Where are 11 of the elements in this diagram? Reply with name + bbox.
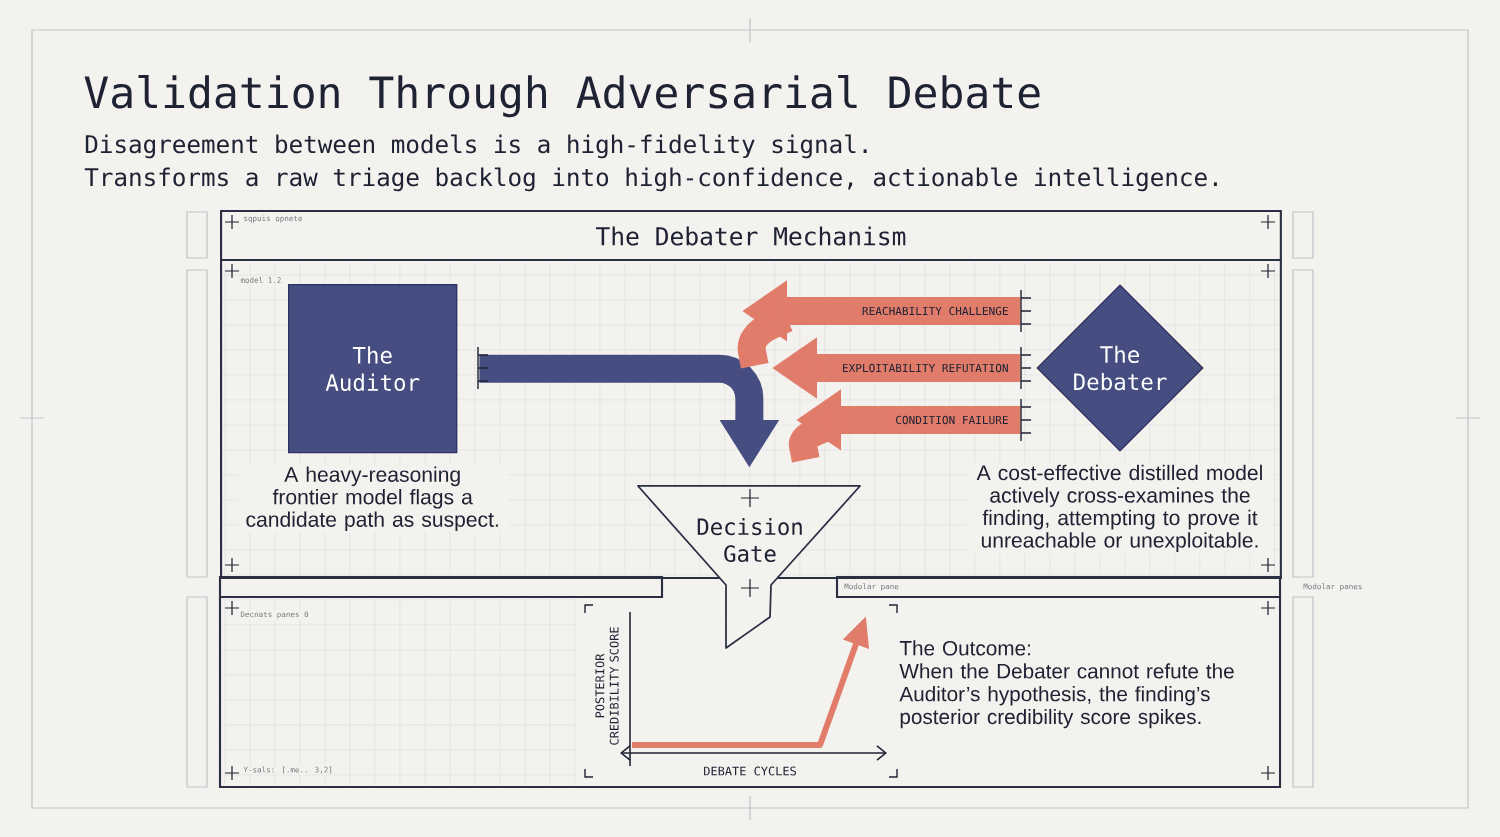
panel-title: The Debater Mechanism — [596, 226, 906, 246]
body-text: When the Debater cannot refute the Auditor’s hypothesis, the finding’s posterior credibility score spikes. — [899, 663, 1234, 729]
axis-label: POSTERIOR CREDIBILITY SCORE — [595, 627, 619, 745]
axis-label: DEBATE CYCLES — [704, 766, 796, 776]
subtitle: Disagreement between models is a high-fidelity signal. — [85, 134, 867, 159]
subtitle: Transforms a raw triage backlog into high-confidence, actionable intelligence. — [84, 167, 1217, 192]
heading: The Outcome: — [899, 640, 1030, 656]
description: A cost-effective distilled model actively cross-examines the finding, attempting to prove it unreachable or unexploitable. — [967, 463, 1273, 554]
title: Validation Through Adversarial Debate — [84, 75, 1040, 118]
description: A heavy-reasoning frontier model flags a candidate path as suspect. — [237, 464, 508, 533]
box: The Auditor — [288, 284, 458, 454]
